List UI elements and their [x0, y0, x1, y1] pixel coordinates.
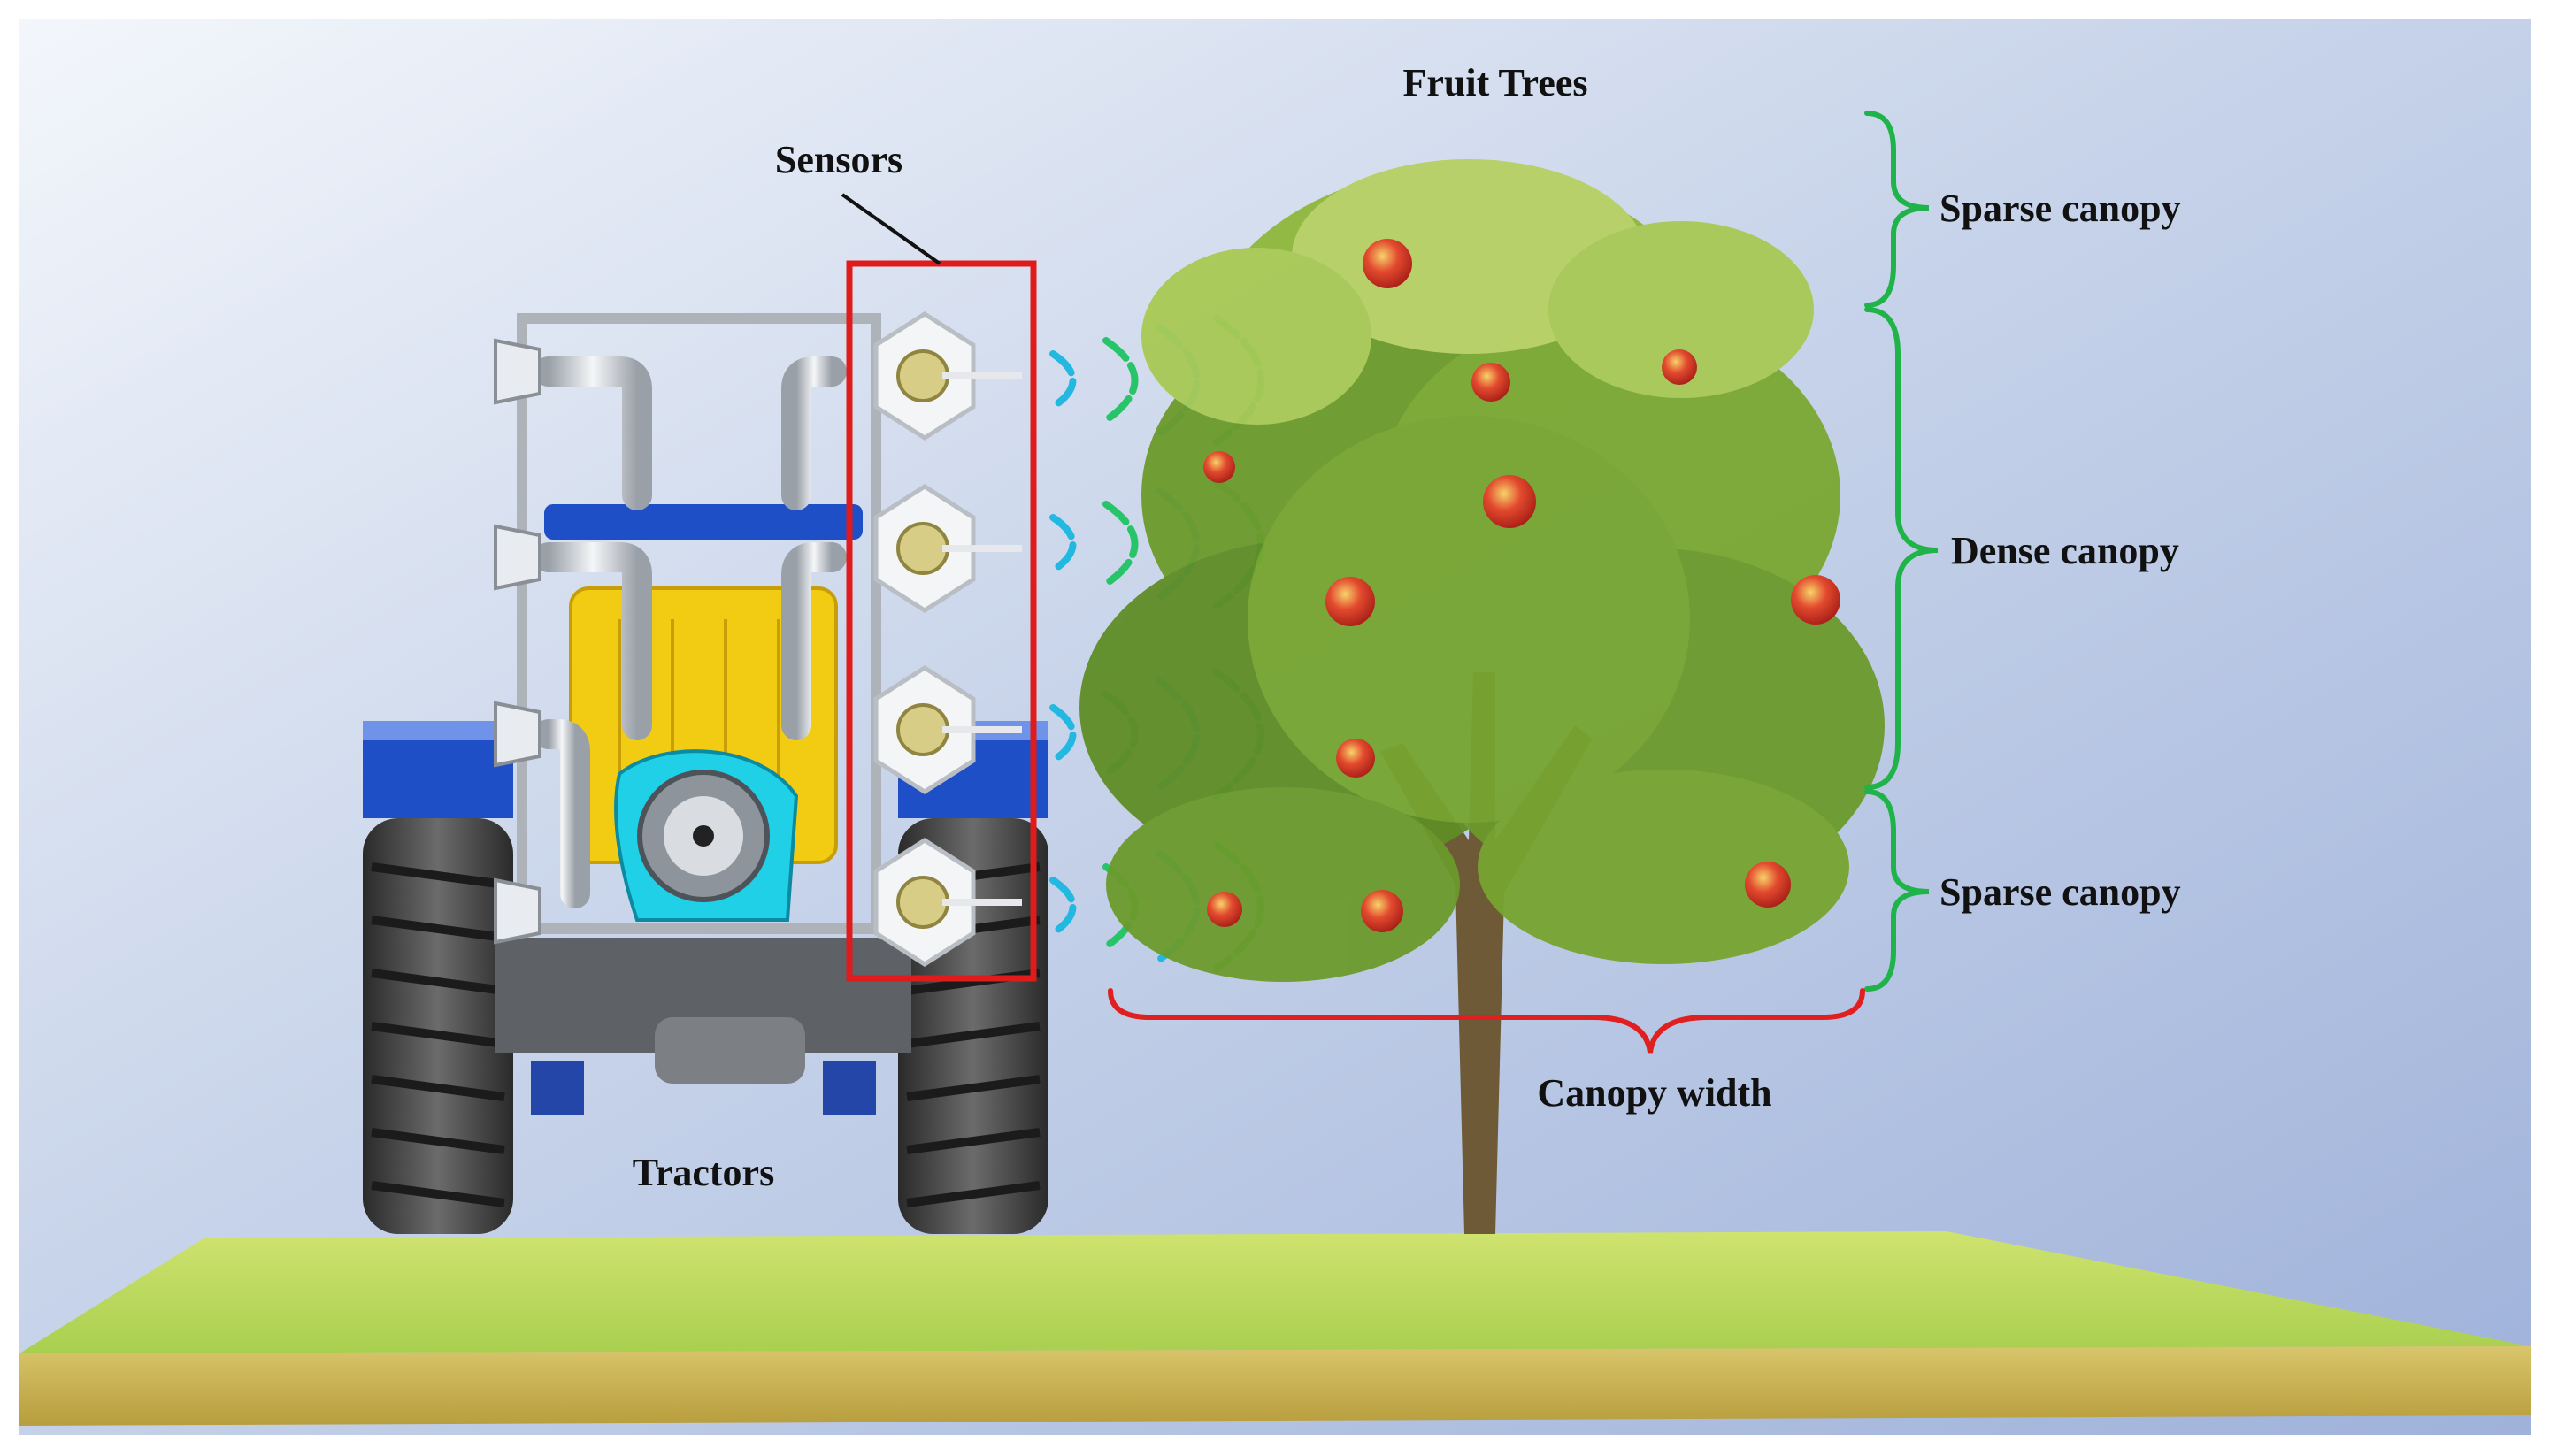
sensors-label: Sensors	[775, 138, 902, 181]
sensor-array	[841, 193, 1037, 982]
fruit-trees-label: Fruit Trees	[1403, 61, 1588, 104]
sparse-canopy-top-bracket	[1864, 111, 1930, 308]
sensor-icon	[873, 838, 1022, 967]
sensor-icon	[873, 311, 1022, 441]
sensor-highlight-box	[846, 260, 1037, 982]
canopy-brackets	[1108, 111, 1939, 1054]
tractor-icon	[363, 313, 1048, 1234]
canopy-width-bracket	[1108, 988, 1865, 1054]
apple-icon	[1203, 239, 1840, 932]
sparse-canopy-top-label: Sparse canopy	[1939, 187, 2181, 230]
sensor-icon	[873, 484, 1022, 613]
sensors-leader-line	[841, 193, 941, 265]
sensor-icon	[873, 665, 1022, 794]
dense-canopy-bracket	[1864, 307, 1939, 790]
ground	[19, 1231, 2531, 1426]
dense-canopy-label: Dense canopy	[1951, 529, 2179, 572]
canopy-width-label: Canopy width	[1537, 1071, 1771, 1115]
tractors-label: Tractors	[633, 1151, 774, 1194]
tree-icon	[1079, 159, 1885, 1234]
sparse-canopy-bottom-label: Sparse canopy	[1939, 870, 2181, 914]
sparse-canopy-bottom-bracket	[1864, 789, 1930, 992]
